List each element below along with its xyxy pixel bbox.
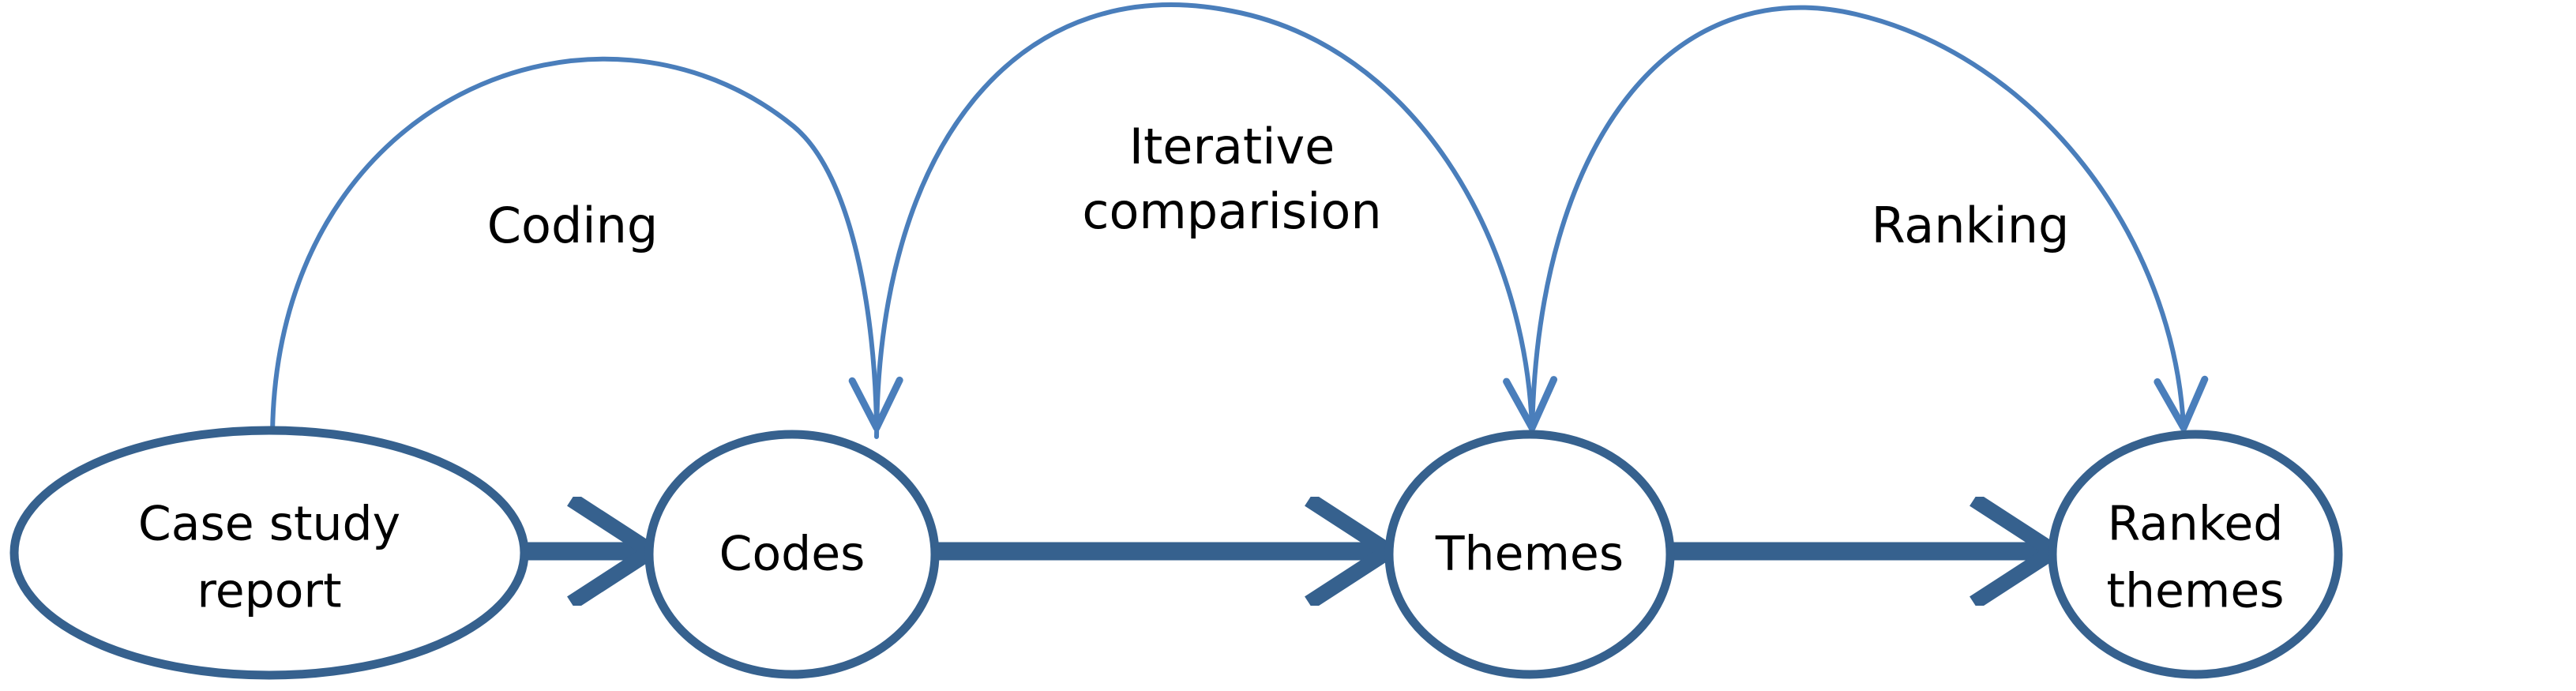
node-codes-shape[interactable] — [644, 430, 940, 679]
ranking-arc-path — [1530, 5, 2209, 439]
edge-label-iterative-comparision-line2: comparision — [1082, 182, 1381, 240]
edge-labels-group: Coding Iterative comparision Ranking — [487, 118, 2070, 254]
node-case-study-report-shape[interactable] — [9, 426, 529, 680]
coding-arc-path — [270, 56, 903, 441]
edge-label-iterative-comparision-line1: Iterative — [1129, 118, 1335, 175]
node-case-study-report-label-line2: report — [197, 564, 341, 619]
edge-label-coding: Coding — [487, 197, 658, 254]
node-case-study-report[interactable]: Case study report — [9, 426, 529, 680]
node-ranked-themes-label-line1: Ranked — [2108, 497, 2284, 552]
edge-label-ranking: Ranking — [1872, 197, 2070, 254]
nodes-group: Case study report Codes Themes Ranked th… — [9, 426, 2343, 680]
node-ranked-themes-label-line2: themes — [2106, 564, 2284, 619]
node-themes-label: Themes — [1435, 527, 1624, 582]
node-ranked-themes-shape[interactable] — [2048, 430, 2343, 679]
curved-arrows-group — [270, 2, 2209, 441]
node-themes[interactable]: Themes — [1384, 430, 1675, 679]
iterative-comparision-arc-path — [874, 2, 1558, 439]
node-ranked-themes[interactable]: Ranked themes — [2048, 430, 2343, 679]
node-codes-label: Codes — [719, 527, 866, 582]
node-codes[interactable]: Codes — [644, 430, 940, 679]
node-case-study-report-label-line1: Case study — [138, 497, 400, 552]
node-themes-shape[interactable] — [1384, 430, 1675, 679]
